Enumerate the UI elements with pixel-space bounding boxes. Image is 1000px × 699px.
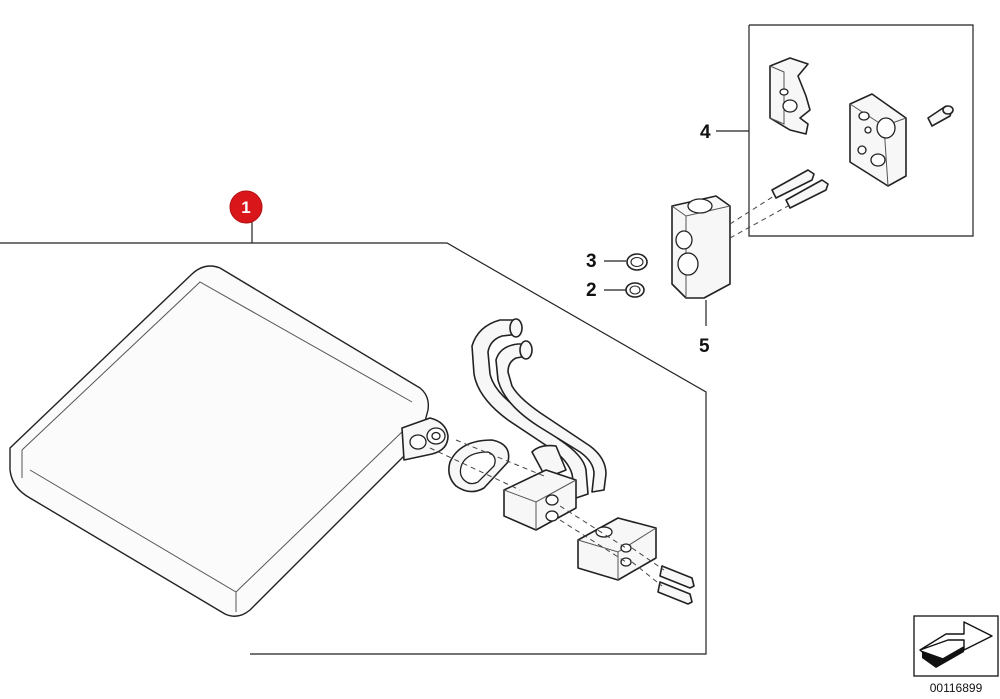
o-ring-3[interactable]: [626, 253, 648, 271]
nav-arrow-button[interactable]: 00116899: [913, 615, 999, 695]
bolts-upper[interactable]: [771, 169, 829, 209]
connection-block[interactable]: [577, 517, 657, 581]
pipe-assembly[interactable]: [471, 318, 607, 531]
bolt-small-upper[interactable]: [927, 105, 954, 127]
clip-plate[interactable]: [769, 57, 811, 135]
diagram-id: 00116899: [930, 681, 983, 695]
callout-4-label: 4: [700, 122, 711, 143]
arrow-right-icon: [919, 621, 993, 668]
o-ring-2[interactable]: [625, 282, 645, 298]
callout-5[interactable]: 5: [699, 300, 710, 357]
callout-3-label: 3: [586, 251, 597, 272]
alignment-lines-lower: [429, 439, 665, 587]
callout-4[interactable]: 4: [700, 122, 711, 143]
evaporator-core[interactable]: [9, 265, 449, 617]
callout-5-label: 5: [699, 336, 710, 357]
callout-1[interactable]: 1: [229, 190, 263, 224]
red-circle-badge: [229, 190, 263, 224]
bolts-lower[interactable]: [657, 565, 695, 605]
group-frame-4: [716, 24, 974, 237]
callout-2-label: 2: [586, 280, 597, 301]
gasket-oval[interactable]: [448, 439, 510, 493]
callout-1-label: 1: [241, 198, 250, 217]
group-frame-1: [0, 222, 707, 655]
gasket-plate[interactable]: [849, 93, 907, 187]
evaporator-ports: [401, 417, 449, 461]
expansion-valve[interactable]: [671, 195, 731, 299]
alignment-lines-upper: [729, 195, 789, 239]
callout-2[interactable]: 2: [586, 280, 626, 301]
callout-3[interactable]: 3: [586, 251, 626, 272]
